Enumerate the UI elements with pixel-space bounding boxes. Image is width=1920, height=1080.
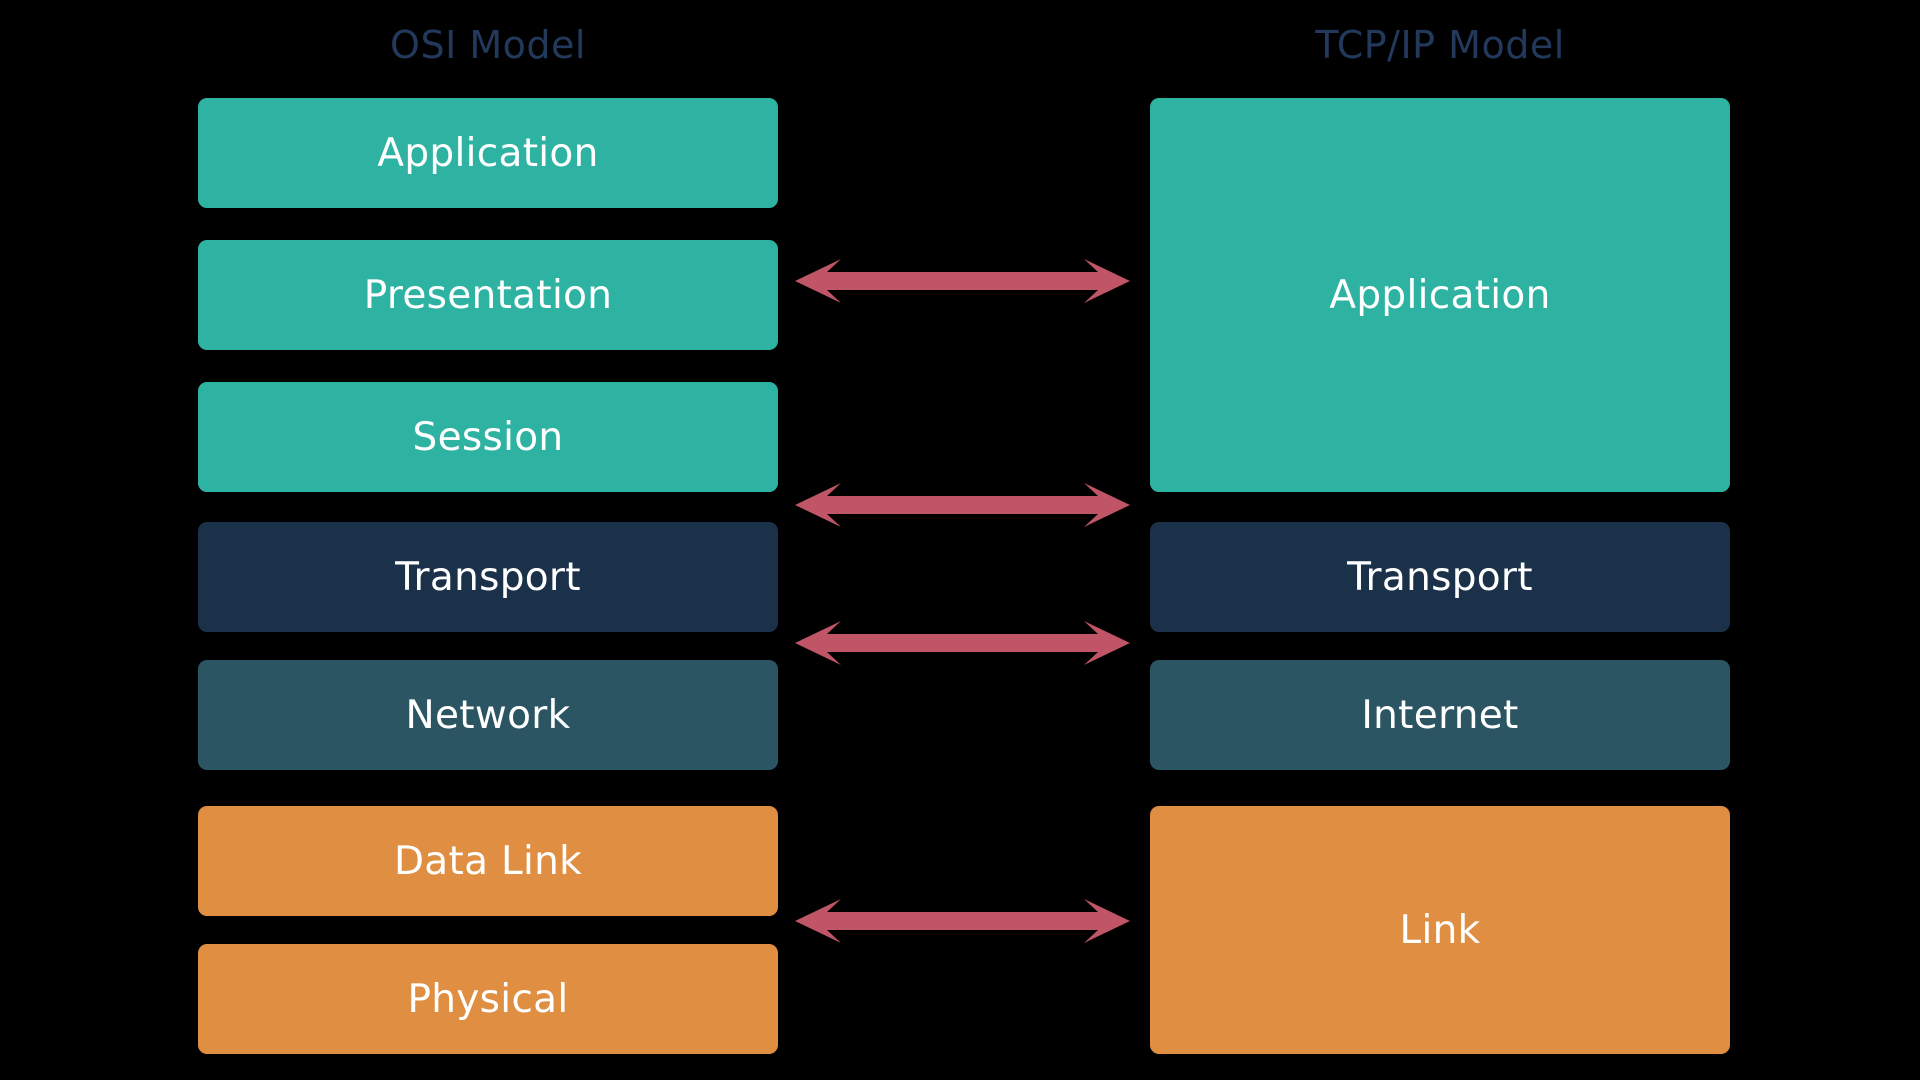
tcpip-layer-label: Internet — [1361, 692, 1519, 738]
tcpip-layer-label: Application — [1329, 272, 1551, 318]
osi-layer-transport[interactable]: Transport — [198, 522, 778, 632]
osi-layer-presentation[interactable]: Presentation — [198, 240, 778, 350]
tcpip-layer-application[interactable]: Application — [1150, 98, 1730, 492]
osi-layer-session[interactable]: Session — [198, 382, 778, 492]
osi-layer-data-link[interactable]: Data Link — [198, 806, 778, 916]
osi-layer-label: Application — [377, 130, 599, 176]
tcpip-layer-link[interactable]: Link — [1150, 806, 1730, 1054]
osi-layer-label: Presentation — [363, 272, 613, 318]
tcpip-layer-label: Transport — [1347, 554, 1533, 600]
osi-layer-physical[interactable]: Physical — [198, 944, 778, 1054]
osi-layer-application[interactable]: Application — [198, 98, 778, 208]
tcpip-layer-transport[interactable]: Transport — [1150, 522, 1730, 632]
osi-column-title: OSI Model — [390, 23, 586, 67]
osi-layer-label: Transport — [395, 554, 581, 600]
tcpip-column-title: TCP/IP Model — [1315, 23, 1565, 67]
osi-layer-label: Data Link — [393, 838, 583, 884]
arrow-network-icon — [795, 617, 1130, 669]
arrow-transport-icon — [795, 479, 1130, 531]
arrow-application-icon — [795, 255, 1130, 307]
osi-layer-label: Physical — [407, 976, 569, 1022]
arrow-link-icon — [795, 895, 1130, 947]
osi-layer-label: Network — [405, 692, 571, 738]
osi-layer-network[interactable]: Network — [198, 660, 778, 770]
osi-layer-label: Session — [412, 414, 564, 460]
tcpip-layer-label: Link — [1399, 907, 1481, 953]
tcpip-layer-internet[interactable]: Internet — [1150, 660, 1730, 770]
